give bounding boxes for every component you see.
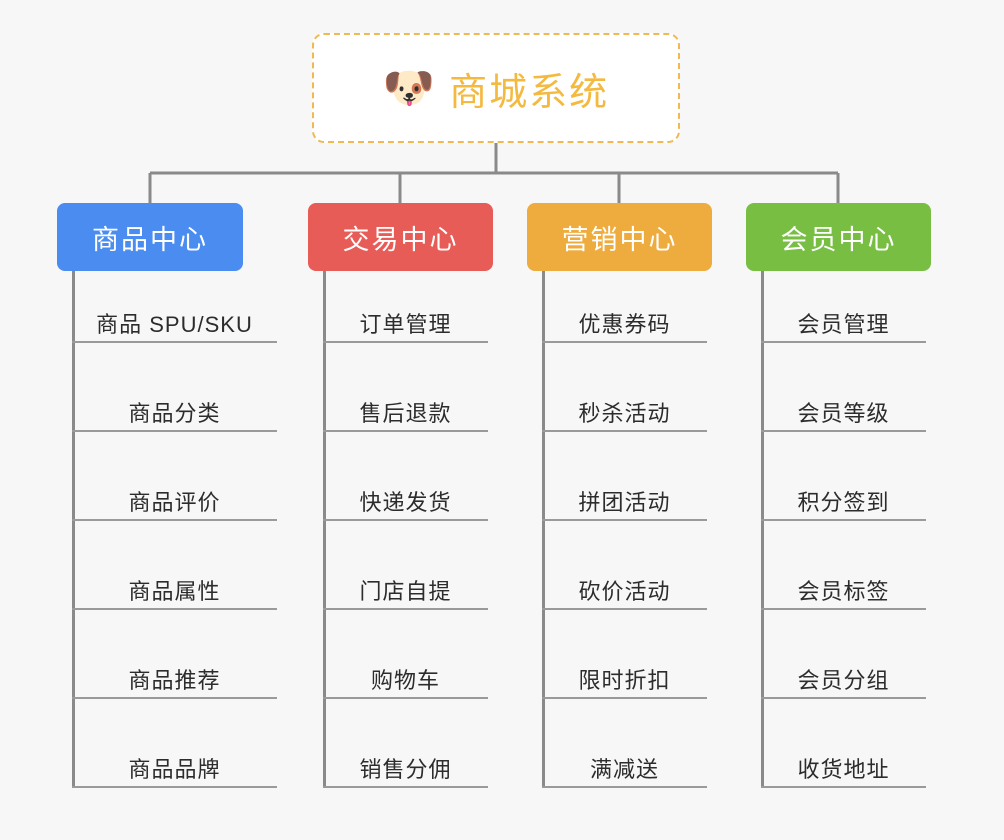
leaf-item-label: 商品品牌	[128, 757, 221, 782]
root-node[interactable]: 🐶 商城系统	[312, 33, 680, 143]
branch-header-label: 商品中心	[92, 224, 208, 255]
leaf-item[interactable]: 商品推荐	[72, 663, 277, 699]
branch-rail-3	[542, 271, 545, 788]
leaf-item-label: 会员分组	[797, 668, 890, 693]
leaf-item-label: 商品属性	[128, 579, 221, 604]
leaf-item[interactable]: 拼团活动	[542, 485, 707, 521]
branch-header-label: 营销中心	[561, 224, 678, 255]
leaf-item-label: 限时折扣	[578, 668, 671, 693]
leaf-item[interactable]: 砍价活动	[542, 574, 707, 610]
leaf-item[interactable]: 售后退款	[323, 396, 488, 432]
branch-column-3: 营销中心优惠券码秒杀活动拼团活动砍价活动限时折扣满减送	[0, 203, 1004, 840]
branch-column-4: 会员中心会员管理会员等级积分签到会员标签会员分组收货地址	[0, 203, 1004, 840]
branch-rail-1	[72, 271, 75, 788]
leaf-item[interactable]: 会员标签	[761, 574, 926, 610]
leaf-item-label: 订单管理	[359, 312, 452, 337]
leaf-item[interactable]: 购物车	[323, 663, 488, 699]
leaf-item[interactable]: 会员等级	[761, 396, 926, 432]
leaf-item-label: 会员标签	[797, 579, 890, 604]
leaf-item-label: 秒杀活动	[578, 401, 671, 426]
branch-header-label: 会员中心	[780, 224, 897, 255]
leaf-item-label: 商品推荐	[128, 668, 221, 693]
leaf-item[interactable]: 快递发货	[323, 485, 488, 521]
leaf-item-label: 售后退款	[359, 401, 452, 426]
leaf-item[interactable]: 商品属性	[72, 574, 277, 610]
leaf-item[interactable]: 优惠券码	[542, 307, 707, 343]
leaf-item-label: 积分签到	[797, 490, 890, 515]
leaf-item-label: 优惠券码	[578, 312, 671, 337]
branch-header-4[interactable]: 会员中心	[746, 203, 931, 271]
leaf-item[interactable]: 收货地址	[761, 752, 926, 788]
leaf-item[interactable]: 积分签到	[761, 485, 926, 521]
leaf-item[interactable]: 门店自提	[323, 574, 488, 610]
leaf-item[interactable]: 会员管理	[761, 307, 926, 343]
leaf-item-label: 门店自提	[359, 579, 452, 604]
branch-header-3[interactable]: 营销中心	[527, 203, 712, 271]
leaf-item[interactable]: 销售分佣	[323, 752, 488, 788]
leaf-item[interactable]: 会员分组	[761, 663, 926, 699]
branch-rail-2	[323, 271, 326, 788]
branch-column-2: 交易中心订单管理售后退款快递发货门店自提购物车销售分佣	[0, 203, 1004, 840]
leaf-item[interactable]: 商品 SPU/SKU	[72, 307, 277, 343]
root-title: 商城系统	[449, 71, 610, 114]
leaf-item[interactable]: 满减送	[542, 752, 707, 788]
leaf-item-label: 商品 SPU/SKU	[96, 312, 253, 337]
leaf-item[interactable]: 秒杀活动	[542, 396, 707, 432]
leaf-item[interactable]: 商品分类	[72, 396, 277, 432]
branch-rail-4	[761, 271, 764, 788]
leaf-item-label: 收货地址	[797, 757, 890, 782]
leaf-item-label: 购物车	[370, 668, 440, 693]
leaf-item-label: 商品评价	[128, 490, 221, 515]
leaf-item-label: 满减送	[589, 757, 659, 782]
leaf-item-label: 砍价活动	[578, 579, 671, 604]
leaf-item[interactable]: 订单管理	[323, 307, 488, 343]
leaf-item[interactable]: 限时折扣	[542, 663, 707, 699]
leaf-item-label: 会员等级	[797, 401, 890, 426]
leaf-item-label: 商品分类	[128, 401, 221, 426]
branch-column-1: 商品中心商品 SPU/SKU 商品分类商品评价商品属性商品推荐商品品牌	[0, 203, 1004, 840]
branch-header-2[interactable]: 交易中心	[308, 203, 493, 271]
leaf-item[interactable]: 商品品牌	[72, 752, 277, 788]
leaf-item-label: 销售分佣	[359, 757, 452, 782]
branch-header-label: 交易中心	[342, 224, 459, 255]
leaf-item-label: 拼团活动	[578, 490, 671, 515]
shiba-inu-icon: 🐶	[382, 64, 436, 111]
branch-header-1[interactable]: 商品中心	[57, 203, 243, 271]
leaf-item-label: 快递发货	[359, 490, 452, 515]
leaf-item-label: 会员管理	[797, 312, 890, 337]
leaf-item[interactable]: 商品评价	[72, 485, 277, 521]
